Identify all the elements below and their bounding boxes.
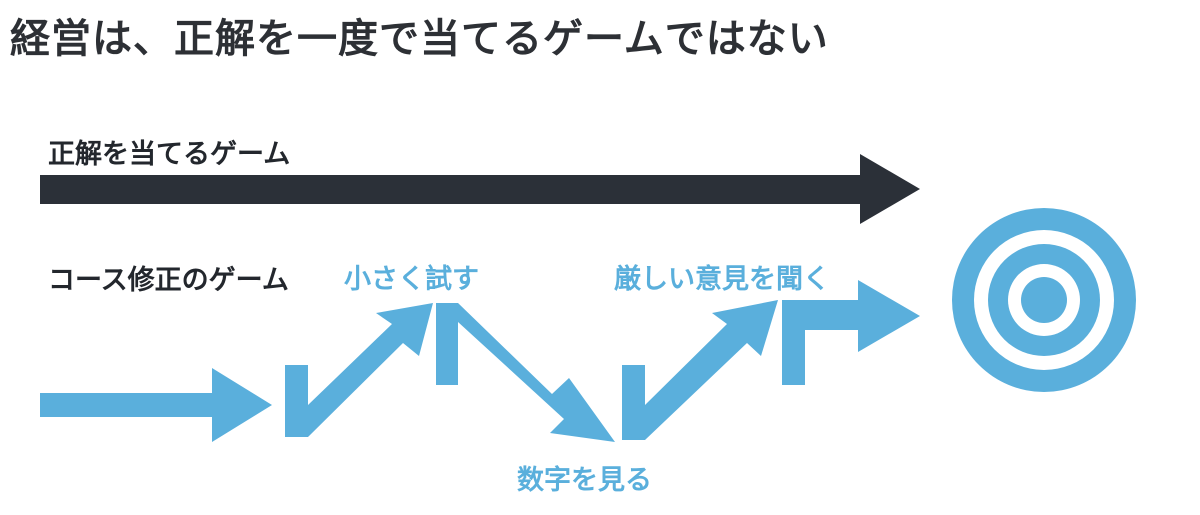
step-label-hear-feedback: 厳しい意見を聞く [614,264,830,295]
bullseye-icon [952,208,1136,392]
step-label-see-numbers: 数字を見る [517,465,652,496]
zigzag-arrow-start [40,368,272,442]
zigzag-arrow-up-2 [622,300,778,440]
zigzag-arrow-end [782,280,920,385]
course-correction-label: コース修正のゲーム [48,265,289,296]
straight-arrow [40,154,920,224]
zigzag-arrow-up-1 [285,303,433,437]
step-label-try-small: 小さく試す [344,264,479,295]
page-title: 経営は、正解を一度で当てるゲームではない [10,16,829,62]
zigzag-arrow-down [436,303,615,442]
straight-game-label: 正解を当てるゲーム [48,139,291,170]
zigzag-path [40,280,920,442]
